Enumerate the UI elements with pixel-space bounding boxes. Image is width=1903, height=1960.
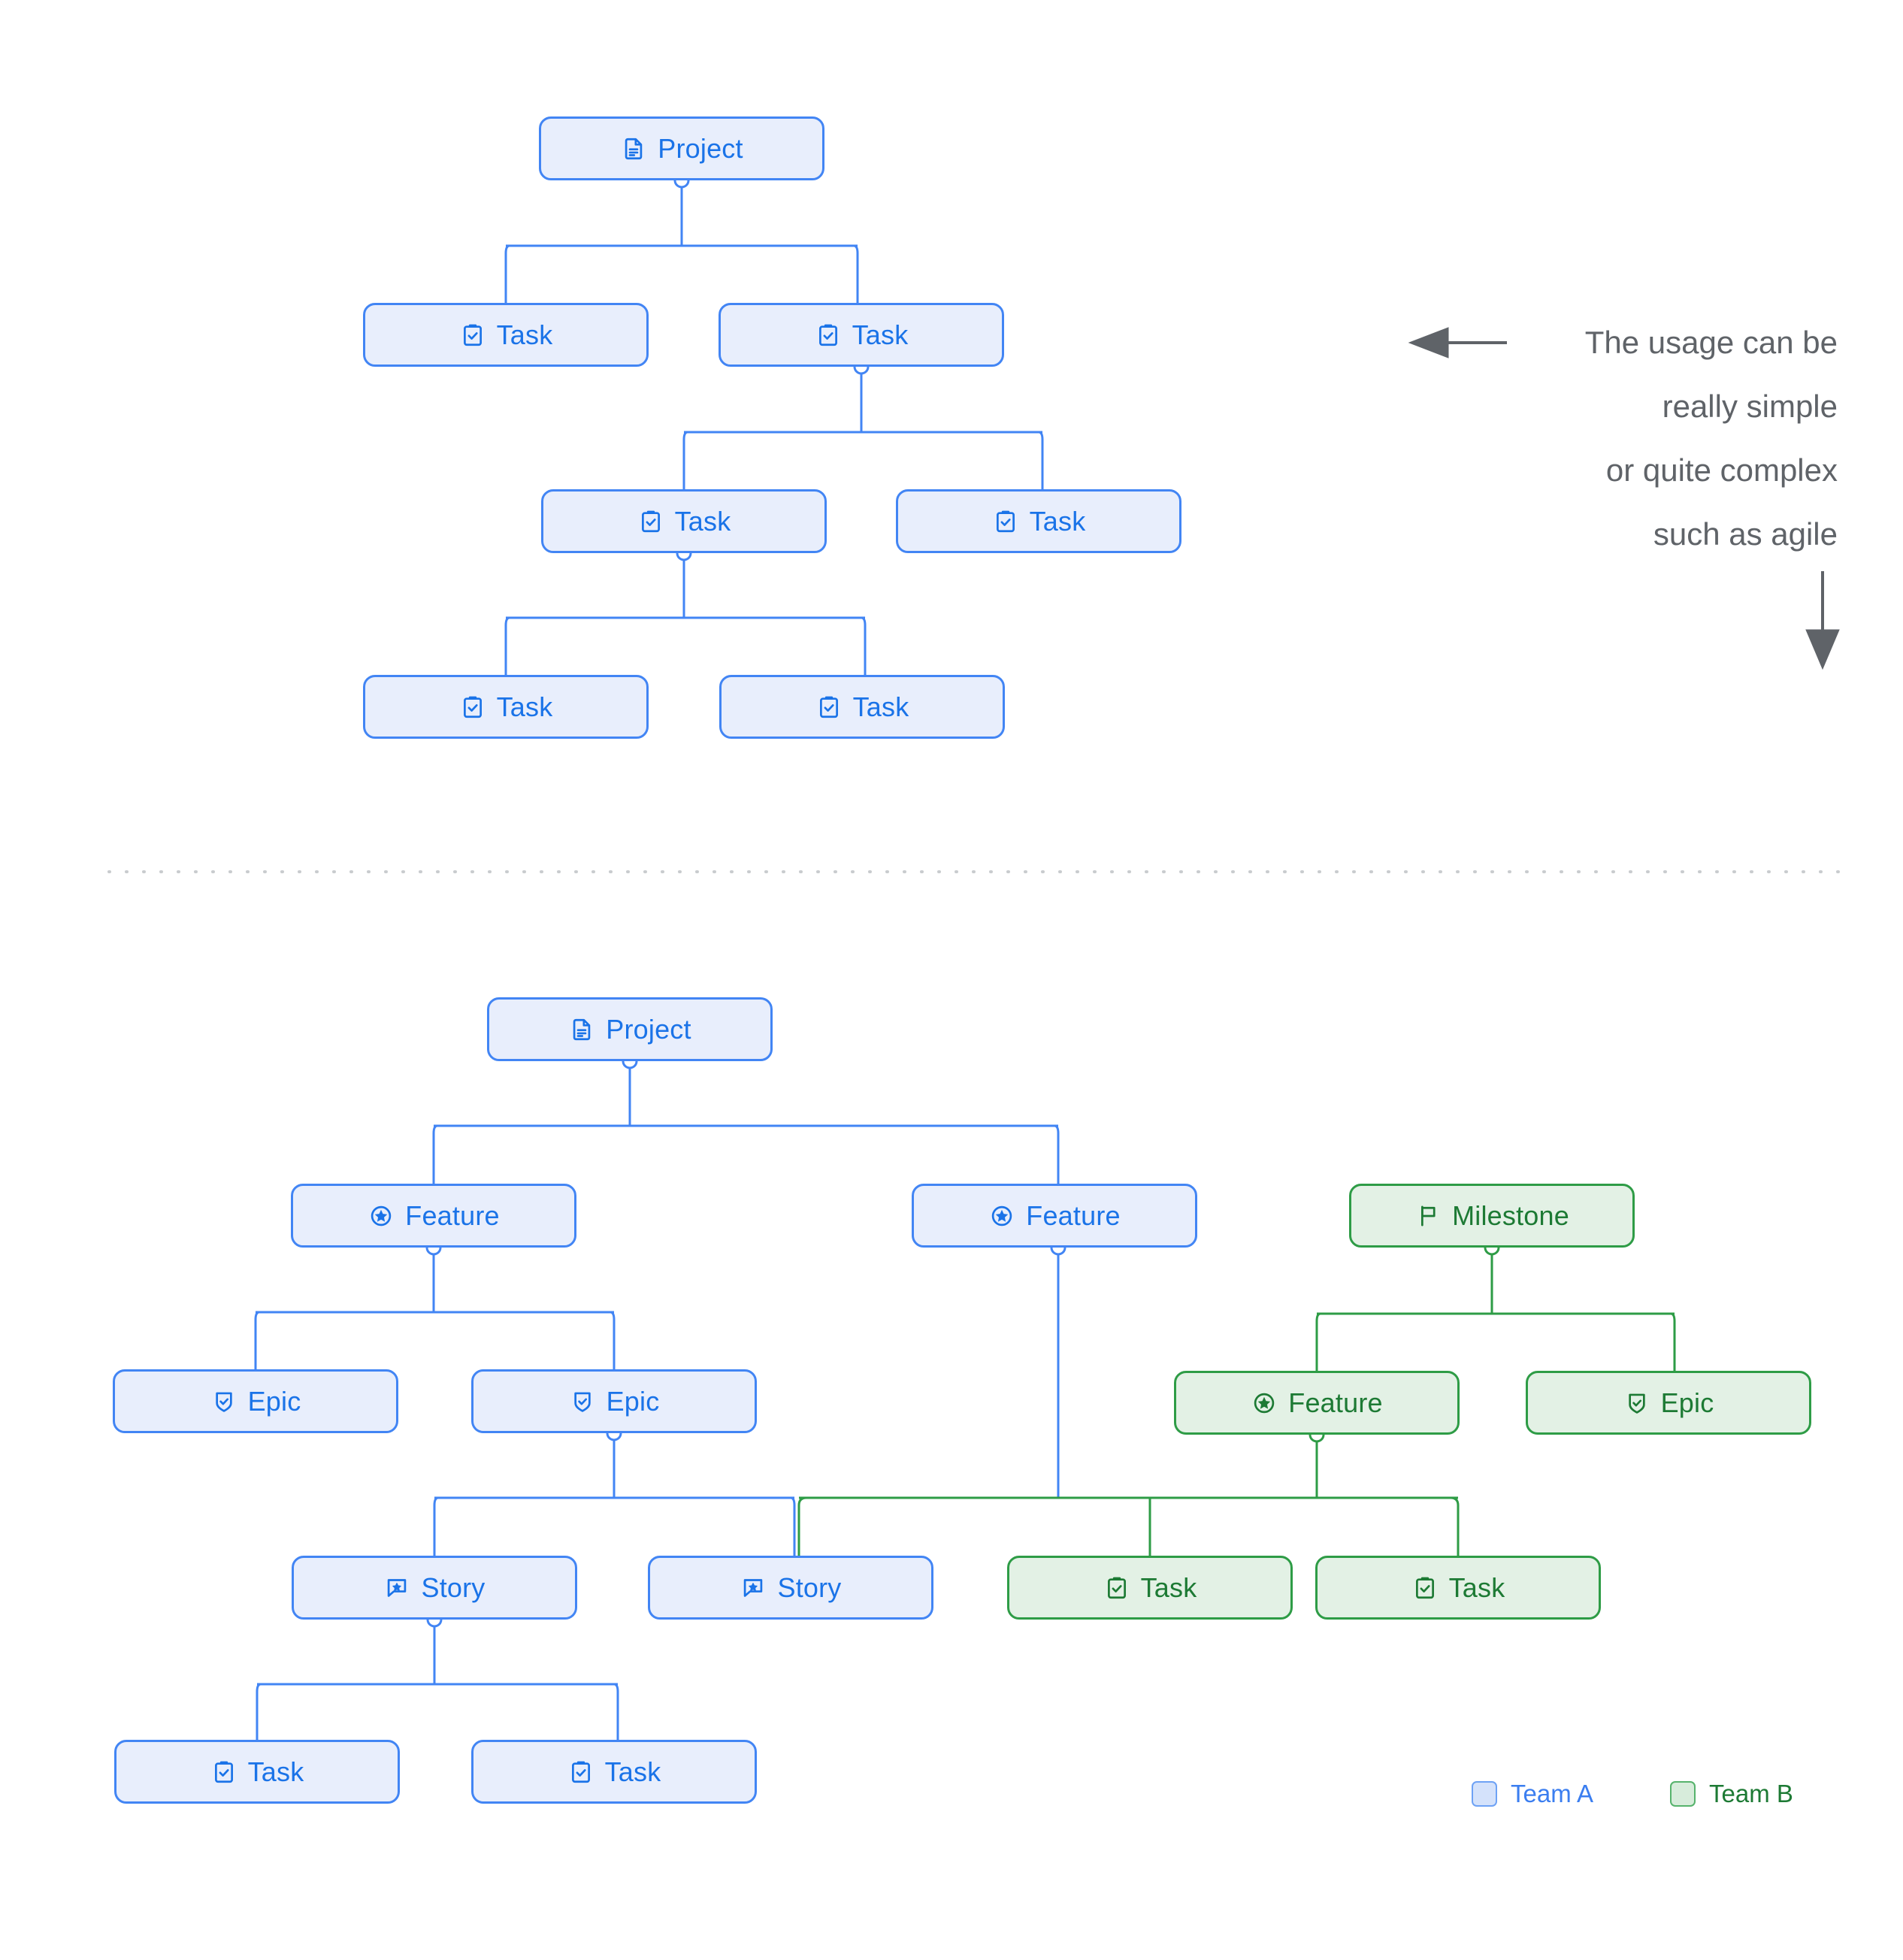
annotation-line-2: really simple: [1662, 389, 1838, 424]
node-feature[interactable]: Feature: [1174, 1371, 1460, 1435]
task-icon: [210, 1759, 237, 1786]
node-label: Task: [1448, 1571, 1505, 1603]
task-icon: [815, 694, 843, 721]
node-task[interactable]: Task: [541, 489, 827, 553]
legend-swatch-green: [1670, 1781, 1696, 1807]
node-epic[interactable]: Epic: [471, 1369, 757, 1433]
node-label: Task: [496, 319, 553, 350]
node-label: Feature: [405, 1199, 500, 1231]
story-icon: [740, 1574, 767, 1602]
task-icon: [1103, 1574, 1130, 1602]
task-icon: [567, 1759, 594, 1786]
task-icon: [637, 508, 664, 535]
annotation-arrows: [1408, 327, 1840, 670]
node-label: Epic: [606, 1385, 660, 1417]
edge-story1-to-tasks: [256, 1620, 619, 1740]
node-milestone[interactable]: Milestone: [1349, 1184, 1635, 1248]
task-icon: [1411, 1574, 1439, 1602]
edge-feature1-to-epics: [254, 1248, 616, 1369]
node-task[interactable]: Task: [363, 675, 649, 739]
story-icon: [383, 1574, 410, 1602]
legend-team-a[interactable]: Team A: [1472, 1780, 1593, 1808]
arrow-down-head: [1805, 629, 1840, 670]
epic-icon: [1623, 1390, 1650, 1417]
annotation-line-1: The usage can be: [1584, 325, 1838, 360]
edge-task2-to-tasks: [682, 367, 1044, 489]
node-task[interactable]: Task: [114, 1740, 400, 1804]
node-label: Task: [1140, 1571, 1197, 1603]
node-label: Task: [496, 691, 553, 722]
node-task[interactable]: Task: [363, 303, 649, 367]
edge-task3-to-tasks: [504, 553, 867, 675]
node-label: Task: [674, 505, 731, 537]
edge-bproject-to-features: [432, 1061, 1060, 1184]
node-epic[interactable]: Epic: [113, 1369, 398, 1433]
bottom-ports-blue: [425, 1053, 1066, 1628]
node-label: Task: [852, 319, 909, 350]
node-epic[interactable]: Epic: [1526, 1371, 1811, 1435]
legend-label: Team A: [1511, 1780, 1594, 1807]
node-label: Task: [852, 691, 909, 722]
node-label: Task: [604, 1756, 661, 1787]
epic-icon: [569, 1388, 596, 1415]
legend-label: Team B: [1709, 1780, 1793, 1807]
node-label: Task: [1029, 505, 1086, 537]
document-icon: [620, 135, 647, 162]
node-label: Project: [606, 1013, 691, 1045]
node-task[interactable]: Task: [719, 675, 1005, 739]
node-label: Story: [777, 1571, 842, 1603]
node-label: Epic: [247, 1385, 301, 1417]
node-task[interactable]: Task: [471, 1740, 757, 1804]
document-icon: [568, 1016, 595, 1043]
legend-team-b[interactable]: Team B: [1670, 1780, 1793, 1808]
node-task[interactable]: Task: [719, 303, 1004, 367]
node-story[interactable]: Story: [648, 1556, 933, 1620]
edge-project-to-tasks: [504, 180, 859, 303]
node-task[interactable]: Task: [1007, 1556, 1293, 1620]
node-label: Project: [658, 132, 743, 164]
annotation-line-4: such as agile: [1653, 516, 1838, 552]
node-feature[interactable]: Feature: [291, 1184, 576, 1248]
task-icon: [459, 322, 486, 349]
edge-feature3-to-tasks: [797, 1435, 1460, 1556]
legend-swatch-blue: [1472, 1781, 1497, 1807]
node-label: Feature: [1288, 1387, 1383, 1418]
node-label: Milestone: [1452, 1199, 1569, 1231]
epic-icon: [210, 1388, 237, 1415]
node-task[interactable]: Task: [896, 489, 1181, 553]
node-label: Story: [421, 1571, 486, 1603]
task-icon: [992, 508, 1019, 535]
node-label: Task: [247, 1756, 304, 1787]
node-feature[interactable]: Feature: [912, 1184, 1197, 1248]
node-label: Feature: [1026, 1199, 1121, 1231]
top-connectors: [504, 180, 1044, 675]
node-project[interactable]: Project: [539, 116, 824, 180]
task-icon: [815, 322, 842, 349]
edge-milestone-to-children: [1315, 1248, 1676, 1371]
node-label: Epic: [1660, 1387, 1714, 1418]
edge-epic2-to-stories: [433, 1433, 796, 1556]
task-icon: [459, 694, 486, 721]
feature-icon: [988, 1202, 1015, 1230]
node-project[interactable]: Project: [487, 997, 773, 1061]
annotation-line-3: or quite complex: [1605, 452, 1838, 488]
node-story[interactable]: Story: [292, 1556, 577, 1620]
milestone-icon: [1414, 1202, 1442, 1230]
feature-icon: [368, 1202, 395, 1230]
feature-icon: [1251, 1390, 1278, 1417]
node-task[interactable]: Task: [1315, 1556, 1601, 1620]
